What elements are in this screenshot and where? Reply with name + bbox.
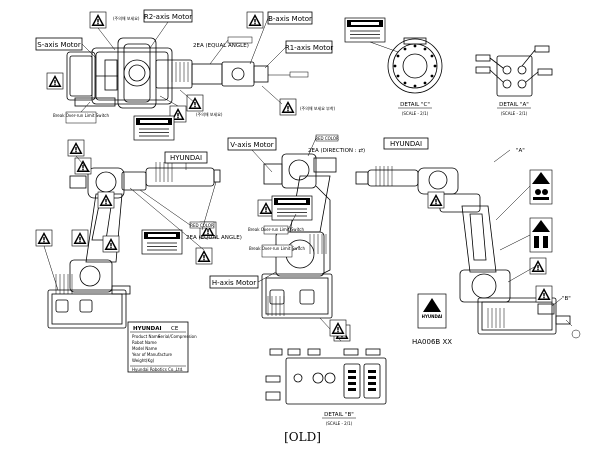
left-arm-fins — [155, 161, 173, 183]
right-base-fins — [487, 307, 505, 329]
korean-note-1: (주의해 보세요) — [113, 15, 140, 21]
ground-symbol — [571, 329, 581, 339]
plate-row: Model Name — [132, 346, 158, 351]
center-view-robot — [261, 153, 337, 319]
r1-axis-motor-label: R1-axis Motor — [285, 44, 333, 52]
hyundai-warning-plate — [417, 293, 447, 329]
detail-b-title: DETAIL "B" — [324, 412, 354, 418]
limit-switch-note-center: Break Over-run Limit Switch — [249, 246, 305, 251]
old-label-caption: [OLD] — [284, 430, 321, 444]
r2-axis-motor-label: R2-axis Motor — [144, 13, 192, 21]
top-view-warning-icons — [46, 11, 297, 123]
caution-plate-center — [271, 195, 313, 221]
v-axis-motor-label: V-axis Motor — [230, 141, 274, 149]
plate-row: Robot Name — [132, 340, 157, 345]
caution-plate-detail-c — [344, 17, 386, 43]
detail-c-view — [387, 37, 443, 94]
qty-equal-angle-top: 2EA (EQUAL ANGLE) — [193, 43, 249, 49]
red-color-note-2: RED COLOR — [315, 136, 339, 141]
nameplate-marks: CE — [171, 326, 179, 332]
caution-plate-left — [141, 229, 183, 255]
nameplate — [127, 321, 189, 373]
hyundai-right-label: HYUNDAI — [390, 140, 422, 148]
detail-a-title: DETAIL "A" — [499, 102, 529, 108]
left-view-leaders — [43, 155, 217, 291]
s-axis-motor-label: S-axis Motor — [37, 41, 81, 49]
limit-switch-note-top: Break Over-run Limit Switch — [53, 113, 109, 118]
top-view-robot — [66, 37, 269, 109]
detail-a-marker: "A" — [516, 148, 525, 154]
plate-right: Serial/Compression — [158, 334, 197, 339]
detail-b-view — [265, 348, 387, 405]
caution-plate-top — [133, 115, 175, 141]
left-side-robot — [47, 167, 221, 329]
plate-row: Year of Manufacture — [131, 352, 173, 357]
korean-note-3: (주의해 보세요 부착) — [300, 105, 336, 111]
limit-switch-note-center-2: Break Over-run Limit Switch — [248, 227, 304, 232]
nameplate-brand: HYUNDAI — [133, 326, 162, 332]
plate-row: Product Name — [132, 334, 161, 339]
detail-a-scale: (SCALE - 2/1) — [501, 111, 528, 116]
detail-a-view — [475, 45, 553, 97]
detail-b-warning-icon — [329, 319, 347, 337]
model-code: HA006B XX — [412, 338, 452, 346]
detail-c-scale: (SCALE - 2/1) — [402, 111, 429, 116]
top-view-leaders — [80, 17, 290, 113]
detail-c-title: DETAIL "C" — [400, 102, 430, 108]
b-axis-motor-label: B-axis Motor — [268, 15, 312, 23]
qty-equal-angle-left: 2EA (EQUAL ANGLE) — [186, 235, 242, 241]
plate-footer: Hyundai Robotics Co.,Ltd. — [132, 367, 183, 372]
nameplate-rows: Product Name Serial/Compression Robot Na… — [131, 334, 197, 372]
detail-c-bolts — [393, 44, 437, 88]
right-arm-fins — [375, 165, 393, 187]
detail-b-marker: "B" — [562, 296, 571, 302]
right-view-leaders — [495, 185, 573, 327]
plate-row: Weight(Kg) — [132, 358, 155, 363]
top-view-cooling-fins — [171, 61, 189, 83]
detail-b-pins — [348, 370, 376, 391]
korean-note-2: (주의해 보세요) — [196, 111, 223, 117]
h-axis-motor-label: H-axis Motor — [212, 279, 256, 287]
hyundai-plate-text: HYUNDAI — [422, 314, 443, 319]
pictogram-plates — [529, 169, 553, 253]
detail-b-scale: (SCALE - 2/1) — [326, 421, 353, 426]
hyundai-left-label: HYUNDAI — [170, 154, 202, 162]
qty-direction: 2EA (DIRECTION : ⇄) — [308, 148, 365, 154]
red-color-note-1: RED COLOR — [190, 223, 214, 228]
